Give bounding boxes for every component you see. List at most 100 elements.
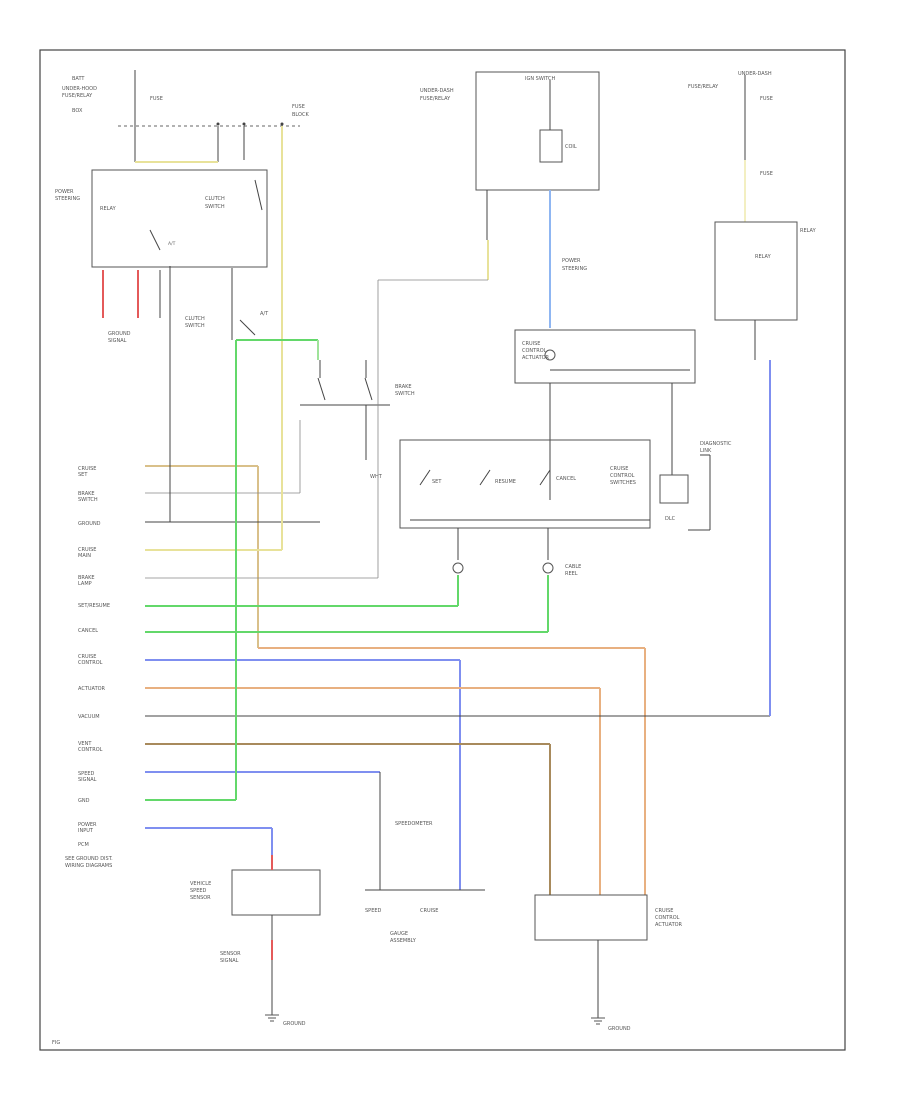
svg-text:UNDER-DASH: UNDER-DASH [738,71,772,77]
svg-text:MAIN: MAIN [78,553,91,559]
svg-text:SPEED: SPEED [190,888,207,894]
svg-text:REEL: REEL [565,571,578,577]
svg-text:CRUISE: CRUISE [78,547,96,553]
svg-text:BATT: BATT [72,76,85,82]
svg-text:GROUND: GROUND [608,1026,631,1032]
svg-text:VEHICLE: VEHICLE [190,881,211,887]
svg-text:SET/RESUME: SET/RESUME [78,603,110,609]
svg-text:BRAKE: BRAKE [395,384,412,390]
top-right-fuse-relay: UNDER-DASH FUSE/RELAY FUSE FUSE RELAY RE… [688,71,817,360]
svg-text:CONTROL: CONTROL [610,473,635,479]
svg-text:SIGNAL: SIGNAL [220,958,239,964]
svg-text:FUSE: FUSE [150,96,163,102]
svg-text:A/T: A/T [260,311,269,317]
svg-text:RELAY: RELAY [755,254,772,260]
svg-text:CONTROL: CONTROL [78,660,103,666]
svg-text:WIRING DIAGRAMS: WIRING DIAGRAMS [65,863,112,869]
svg-text:SEE GROUND DIST.: SEE GROUND DIST. [65,856,113,862]
svg-text:CANCEL: CANCEL [78,628,98,634]
svg-text:ACTUATOR: ACTUATOR [78,686,106,692]
bottom-center-connector: SPEEDOMETER SPEED CRUISE GAUGE ASSEMBLY [365,772,485,944]
svg-text:GROUND: GROUND [78,521,101,527]
svg-text:FUSE/RELAY: FUSE/RELAY [420,96,451,102]
svg-text:FUSE: FUSE [760,171,773,177]
svg-text:GROUND: GROUND [108,331,131,337]
clutch-switch: CLUTCH SWITCH A/T [185,268,269,340]
svg-text:RESUME: RESUME [495,479,516,485]
svg-text:LINK: LINK [700,448,712,454]
svg-text:CLUTCH: CLUTCH [185,316,205,322]
colored-harness [135,126,771,895]
diagram-frame [39,49,846,1051]
brake-switch: BRAKE SWITCH WHT [300,360,415,480]
svg-text:SWITCH: SWITCH [395,391,415,397]
svg-text:SPEED: SPEED [365,908,382,914]
svg-text:FUSE/RELAY: FUSE/RELAY [688,84,719,90]
svg-text:STEERING: STEERING [55,196,80,202]
svg-text:ACTUATOR: ACTUATOR [522,355,550,361]
figure-code: FIG [52,1040,60,1046]
svg-text:CRUISE: CRUISE [78,466,96,472]
svg-text:FUSE: FUSE [292,104,305,110]
svg-text:BLOCK: BLOCK [292,112,309,118]
svg-text:BOX: BOX [72,108,83,114]
svg-text:SENSOR: SENSOR [190,895,211,901]
svg-text:VACUUM: VACUUM [78,714,100,720]
svg-text:FUSE/RELAY: FUSE/RELAY [62,93,93,99]
svg-text:CONTROL: CONTROL [78,747,103,753]
svg-text:CANCEL: CANCEL [556,476,576,482]
svg-text:SET: SET [78,472,88,478]
svg-text:GROUND: GROUND [283,1021,306,1027]
svg-text:CRUISE: CRUISE [522,341,540,347]
svg-text:CRUISE: CRUISE [78,654,96,660]
svg-text:BRAKE: BRAKE [78,491,95,497]
cruise-actuator-bottom: CRUISE CONTROL ACTUATOR GROUND [534,894,683,1032]
vehicle-speed-sensor: SEE GROUND DIST. WIRING DIAGRAMS VEHICLE… [65,855,321,1027]
svg-text:CABLE: CABLE [565,564,581,570]
svg-text:IGN SWITCH: IGN SWITCH [525,76,556,82]
svg-text:CRUISE: CRUISE [655,908,673,914]
svg-text:WHT: WHT [370,474,383,480]
svg-text:BRAKE: BRAKE [78,575,95,581]
pcm-pin-labels: CRUISE SET BRAKE SWITCH GROUND CRUISE MA… [78,466,110,848]
svg-text:ACTUATOR: ACTUATOR [655,922,683,928]
svg-text:CRUISE: CRUISE [420,908,438,914]
center-control-unit: CRUISE CONTROL ACTUATOR DIAGNOSTIC LINK … [514,329,732,531]
svg-text:CRUISE: CRUISE [610,466,628,472]
svg-text:COIL: COIL [565,144,577,150]
left-red-wires: GROUND SIGNAL [102,270,161,344]
relay-box-left: POWER STEERING RELAY CLUTCH SWITCH A/T [55,169,268,268]
svg-text:CLUTCH: CLUTCH [205,196,225,202]
svg-text:DIAGNOSTIC: DIAGNOSTIC [700,441,732,447]
svg-text:GND: GND [78,798,90,804]
top-left-fuse-section: BATT UNDER-HOOD FUSE/RELAY BOX FUSE FUSE… [62,70,309,162]
svg-text:SWITCH: SWITCH [185,323,205,329]
svg-text:LAMP: LAMP [78,581,92,587]
svg-text:SIGNAL: SIGNAL [78,777,97,783]
svg-text:CONTROL: CONTROL [655,915,680,921]
svg-text:POWER: POWER [78,822,97,828]
svg-text:CONTROL: CONTROL [522,348,547,354]
svg-text:SWITCH: SWITCH [205,204,225,210]
svg-text:POWER: POWER [562,258,581,264]
svg-text:RELAY: RELAY [100,206,117,212]
svg-text:FUSE: FUSE [760,96,773,102]
svg-text:RELAY: RELAY [800,228,817,234]
svg-text:DLC: DLC [665,516,676,522]
main-switch-block: SET RESUME CANCEL CRUISE CONTROL SWITCHE… [399,439,651,577]
svg-text:SIGNAL: SIGNAL [108,338,127,344]
svg-text:SPEED: SPEED [78,771,95,777]
top-center-module: IGN SWITCH UNDER-DASH FUSE/RELAY COIL PO… [420,71,600,328]
svg-text:STEERING: STEERING [562,266,587,272]
svg-text:VENT: VENT [78,741,92,747]
svg-text:SWITCHES: SWITCHES [610,480,636,486]
svg-text:PCM: PCM [78,842,89,848]
svg-text:SENSOR: SENSOR [220,951,241,957]
svg-text:A/T: A/T [168,241,176,247]
svg-text:UNDER-DASH: UNDER-DASH [420,88,454,94]
svg-text:ASSEMBLY: ASSEMBLY [390,938,417,944]
svg-text:UNDER-HOOD: UNDER-HOOD [62,86,97,92]
svg-text:SPEEDOMETER: SPEEDOMETER [395,821,433,827]
svg-text:SET: SET [432,479,442,485]
